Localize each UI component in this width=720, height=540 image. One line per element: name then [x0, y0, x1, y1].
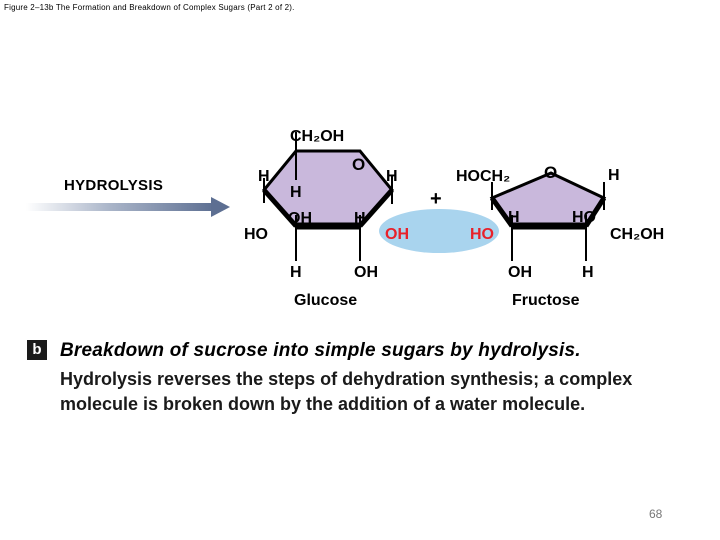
fructose-oh-bottom: OH — [508, 264, 532, 281]
glucose-hydroxyl-released: OH — [385, 226, 409, 243]
hydrolysis-label: HYDROLYSIS — [64, 177, 164, 194]
fructose-hoch2-label: HOCH₂ — [456, 168, 510, 185]
glucose-ring-oxygen: O — [352, 155, 365, 174]
page-number: 68 — [649, 507, 663, 521]
glucose-oh-bottom: OH — [354, 264, 378, 281]
figure-caption: Figure 2–13b The Formation and Breakdown… — [4, 3, 295, 12]
glucose-h-bottom: H — [290, 264, 302, 281]
glucose-h-top-right: H — [386, 168, 398, 185]
fructose-hydroxyl-released: HO — [470, 226, 494, 243]
glucose-ho-left: HO — [244, 226, 268, 243]
glucose-h-inner: H — [290, 184, 302, 201]
fructose-ch2oh-right: CH₂OH — [610, 226, 664, 243]
fructose-h-bottom: H — [582, 264, 594, 281]
glucose-oh-inner: OH — [288, 210, 312, 227]
hydrolysis-diagram: CH₂OH O H H H HO OH H H OH OH + HOCH₂ O … — [244, 128, 664, 281]
fructose-ring-oxygen: O — [544, 163, 557, 182]
section-badge: b — [27, 340, 47, 360]
fructose-h-top-right: H — [608, 167, 620, 184]
section-heading: Breakdown of sucrose into simple sugars … — [60, 340, 581, 361]
water-molecule-bubble — [379, 209, 499, 253]
section-body: Hydrolysis reverses the steps of dehydra… — [60, 369, 633, 414]
fructose-ho-inner: HO — [572, 209, 596, 226]
plus-sign: + — [430, 188, 442, 210]
glucose-label: Glucose — [294, 292, 358, 309]
fructose-h-inner: H — [508, 209, 520, 226]
glucose-h-inner-right: H — [354, 210, 366, 227]
glucose-h-top-left: H — [258, 168, 270, 185]
fructose-label: Fructose — [512, 292, 580, 309]
reaction-arrow — [26, 197, 230, 217]
glucose-ch2oh-label: CH₂OH — [290, 128, 344, 145]
